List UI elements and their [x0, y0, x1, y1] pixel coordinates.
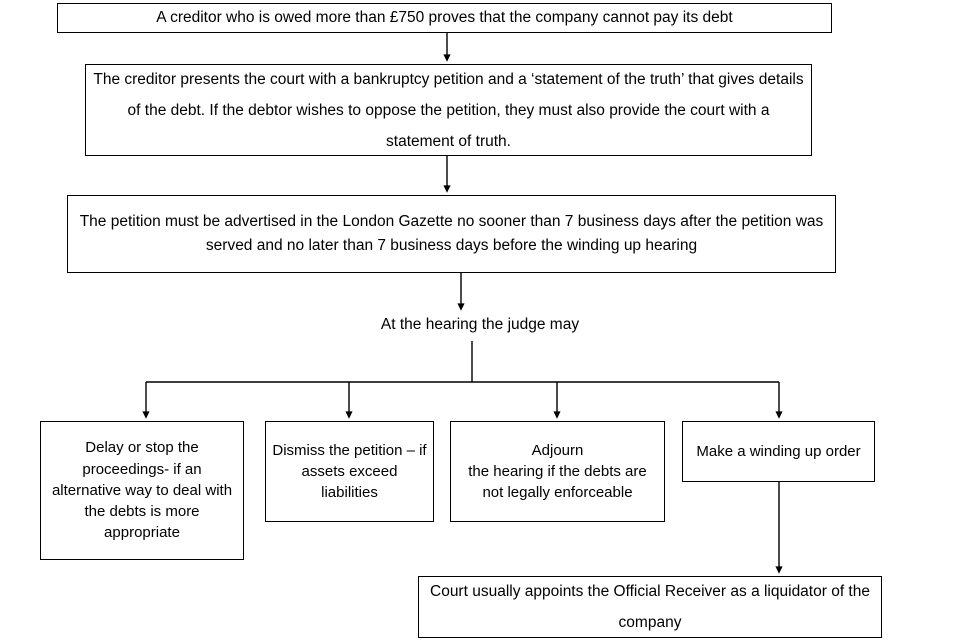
node-adjourn-hearing: Adjourn the hearing if the debts are not… [450, 421, 665, 522]
node-dismiss-petition-label: Dismiss the petition – if assets exceed … [272, 441, 427, 502]
node-dismiss-petition: Dismiss the petition – if assets exceed … [265, 421, 434, 522]
node-creditor-owed: A creditor who is owed more than £750 pr… [57, 3, 832, 33]
connector-judge-may-stem [146, 341, 779, 383]
node-winding-up-order-label: Make a winding up order [696, 442, 861, 460]
node-adjourn-hearing-label: Adjourn the hearing if the debts are not… [468, 441, 647, 502]
node-advertise-gazette-label: The petition must be advertised in the L… [79, 212, 824, 254]
node-delay-stop-label: Delay or stop the proceedings- if an alt… [51, 439, 233, 542]
node-judge-may: At the hearing the judge may [300, 312, 660, 338]
node-petition-filed: The creditor presents the court with a b… [85, 64, 812, 156]
node-advertise-gazette: The petition must be advertised in the L… [67, 195, 836, 273]
node-petition-filed-label: The creditor presents the court with a b… [93, 70, 804, 150]
node-creditor-owed-label: A creditor who is owed more than £750 pr… [156, 9, 733, 27]
node-official-receiver: Court usually appoints the Official Rece… [418, 576, 882, 638]
node-winding-up-order: Make a winding up order [682, 421, 875, 482]
node-official-receiver-label: Court usually appoints the Official Rece… [430, 583, 870, 631]
node-delay-stop: Delay or stop the proceedings- if an alt… [40, 421, 244, 560]
node-judge-may-label: At the hearing the judge may [380, 316, 580, 334]
